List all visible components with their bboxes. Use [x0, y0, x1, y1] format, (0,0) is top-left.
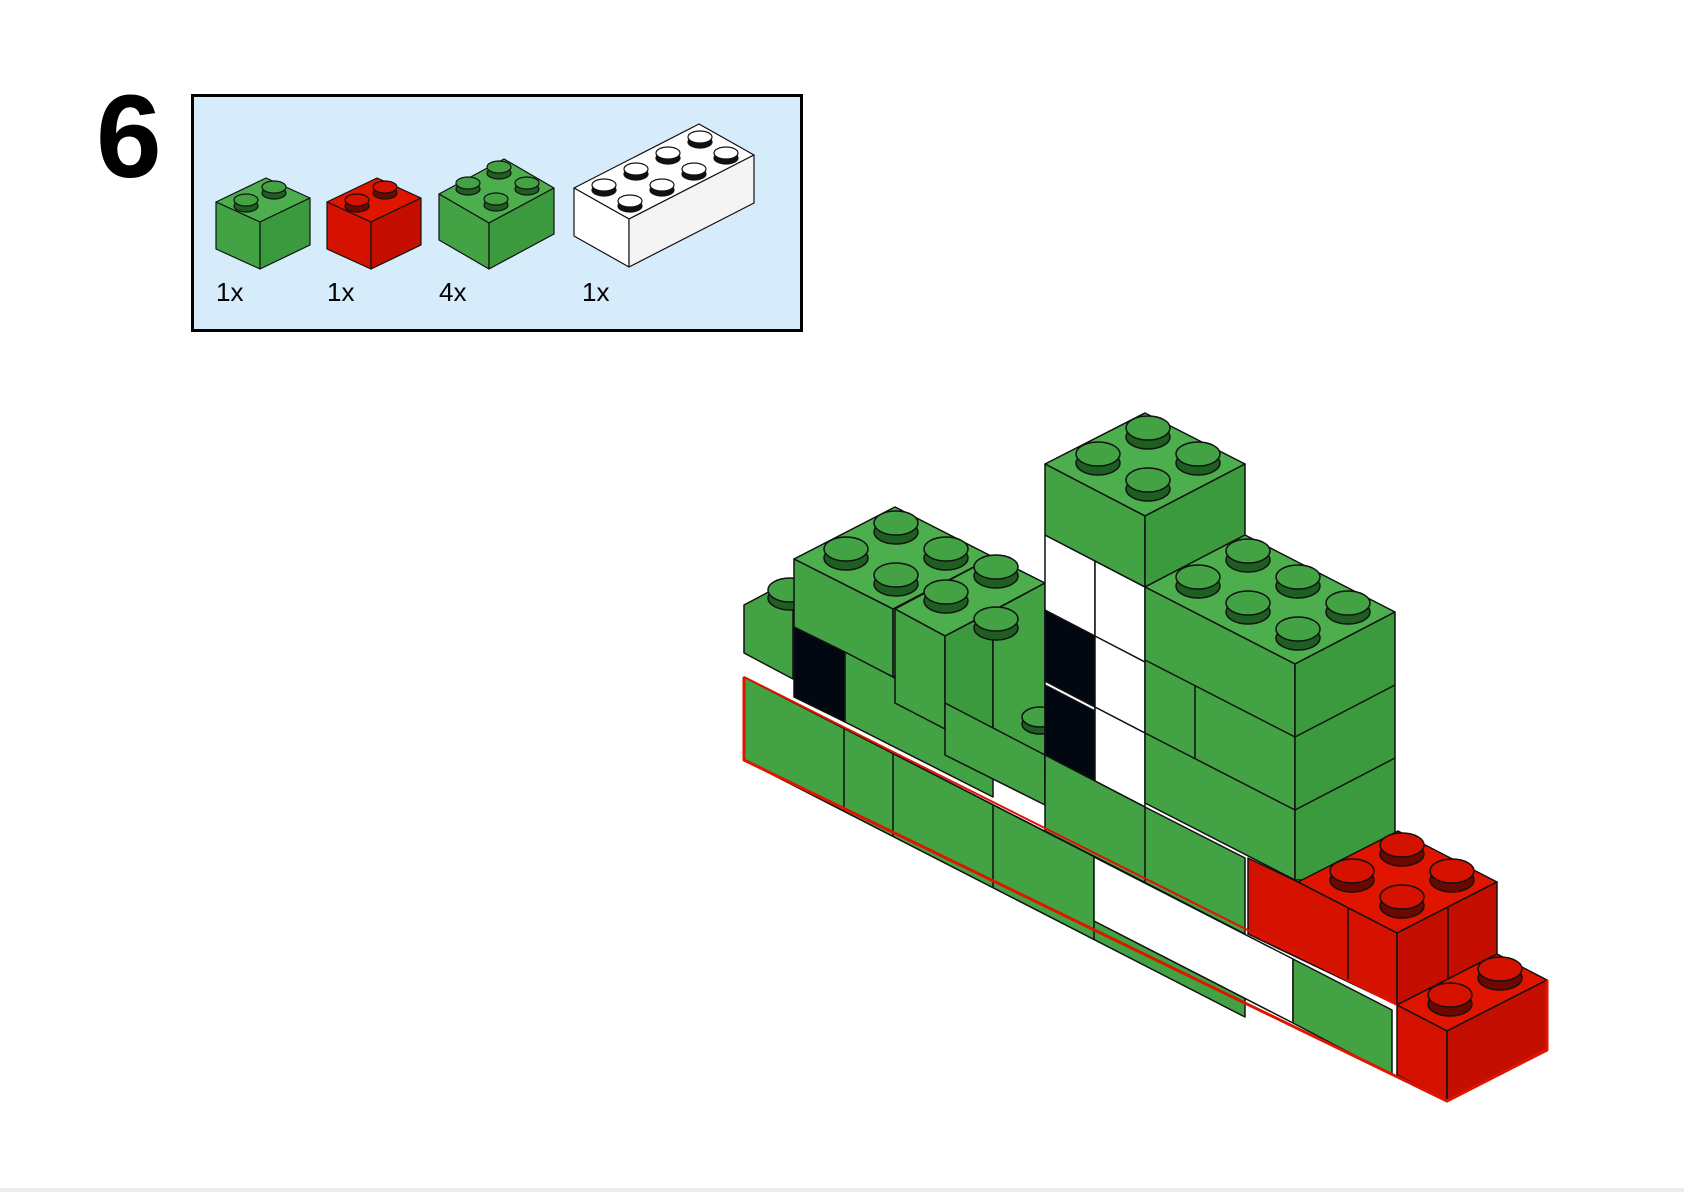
part-green-brick-2x2 [438, 158, 555, 270]
page-bottom-divider [0, 1188, 1684, 1192]
model-middle-brick [894, 554, 1059, 806]
parts-list-illustrations [215, 123, 755, 270]
model-lower-green-wall [1044, 754, 1246, 935]
part-white-brick-2x4 [573, 123, 755, 268]
part-quantity-green-2x2: 4x [439, 277, 467, 307]
model-red-brick-2x2 [1247, 830, 1498, 1006]
model-top-tower-brick [1044, 412, 1246, 588]
part-quantity-white-2x4: 1x [582, 277, 610, 307]
model-red-brick-1x2 [1396, 953, 1548, 1102]
model-outline-top-edge [743, 676, 1398, 1006]
step-number: 6 [96, 71, 162, 203]
model-eye-column [1044, 534, 1146, 808]
part-quantity-green-1x2: 1x [216, 277, 244, 307]
part-red-brick-1x2 [326, 177, 422, 270]
model-new-piece-outline [742, 677, 1549, 1103]
part-green-brick-1x2 [215, 177, 311, 270]
model-right-stack [1144, 534, 1396, 881]
part-quantity-red-1x2: 1x [327, 277, 355, 307]
parts-list-panel: 1x 1x 4x 1x [191, 94, 803, 332]
